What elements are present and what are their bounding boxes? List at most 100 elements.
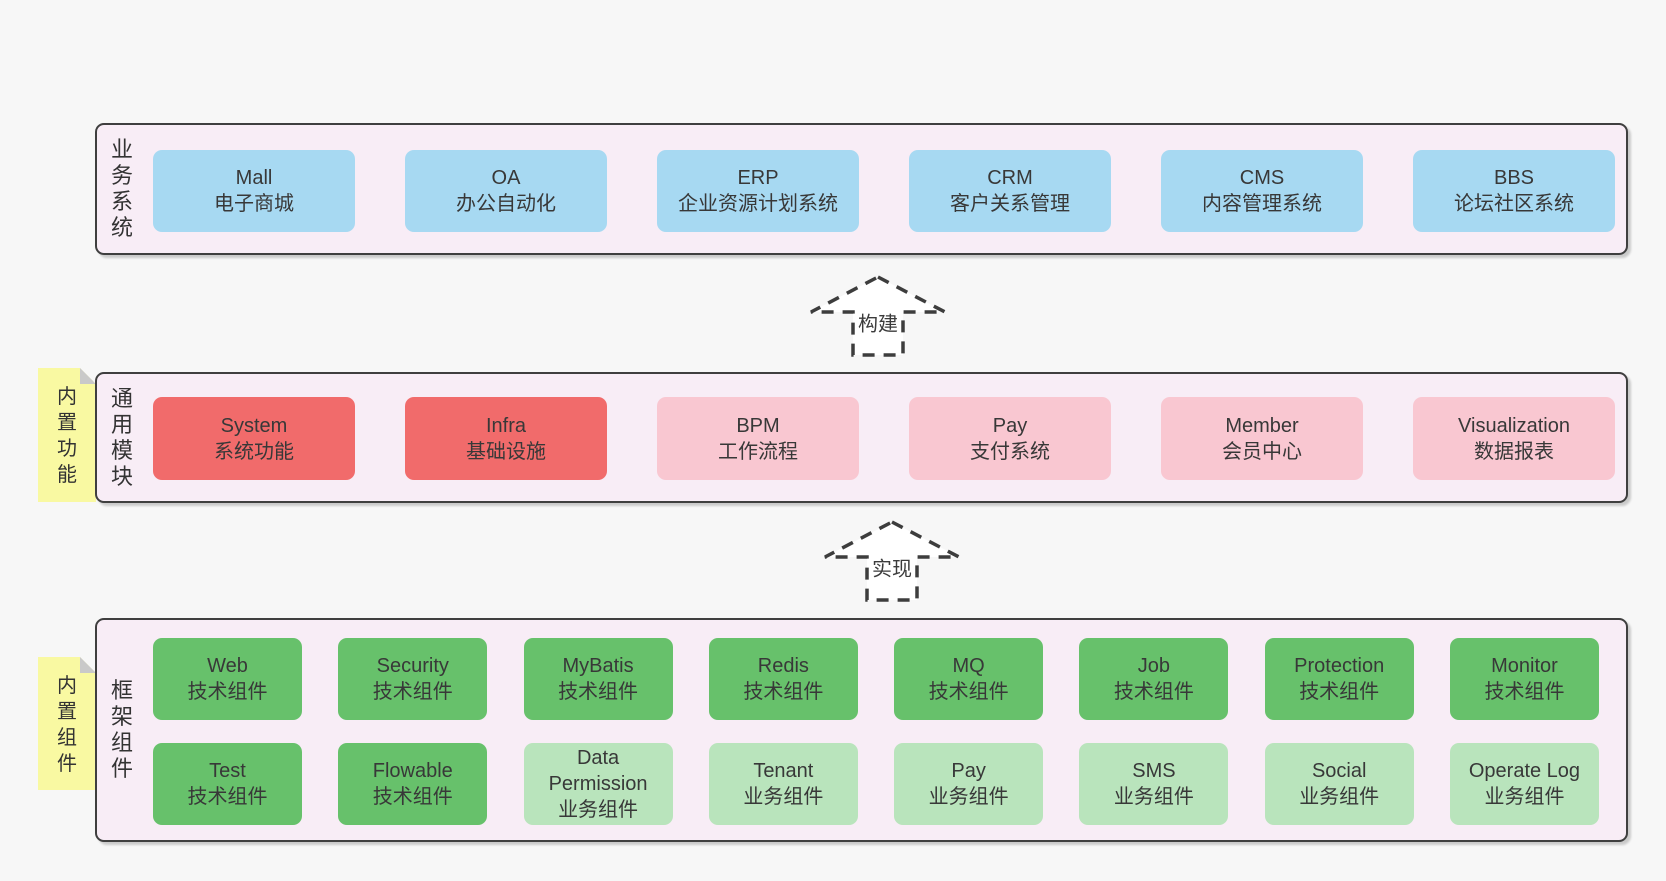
box-subtitle: 技术组件	[558, 681, 639, 703]
box-bpm: BPM 工作流程	[657, 397, 859, 480]
implement-up-arrow: 实现	[822, 519, 962, 603]
box-title: MQ	[952, 655, 985, 677]
band-framework-components: 框架组件 Web 技术组件 Security 技术组件 MyBatis 技术组件…	[95, 618, 1628, 842]
box-member: Member 会员中心	[1161, 397, 1363, 480]
box-social: Social 业务组件	[1264, 743, 1414, 825]
box-subtitle: 数据报表	[1474, 440, 1554, 463]
band-side-label: 通用模块	[110, 385, 133, 489]
box-title: Security	[376, 655, 449, 677]
box-subtitle: 业务组件	[1299, 786, 1380, 808]
box-title: Pay	[992, 414, 1028, 437]
box-subtitle: 业务组件	[558, 799, 639, 821]
box-crm: CRM 客户关系管理	[909, 150, 1111, 232]
sticky-label: 内置组件	[57, 675, 77, 775]
box-title: MyBatis	[562, 655, 634, 677]
box-visualization: Visualization 数据报表	[1413, 397, 1615, 480]
box-title: Member	[1225, 414, 1299, 437]
box-protection: Protection 技术组件	[1264, 638, 1414, 720]
business-box-row: Mall 电子商城 OA 办公自动化 ERP 企业资源计划系统 CRM 客户关系…	[153, 150, 1615, 232]
box-subtitle: 工作流程	[718, 440, 798, 463]
box-subtitle: 客户关系管理	[950, 193, 1070, 215]
box-subtitle: 业务组件	[1113, 786, 1194, 808]
modules-box-row: System 系统功能 Infra 基础设施 BPM 工作流程 Pay 支付系统…	[153, 397, 1615, 480]
box-subtitle: 业务组件	[1484, 786, 1565, 808]
box-subtitle: 技术组件	[187, 786, 268, 808]
box-pay-component: Pay 业务组件	[894, 743, 1044, 825]
box-subtitle: 技术组件	[1484, 681, 1565, 703]
box-title: SMS	[1132, 760, 1176, 782]
box-title: System	[220, 414, 288, 437]
box-title: Web	[207, 655, 248, 677]
box-pay-module: Pay 支付系统	[909, 397, 1111, 480]
sticky-note-builtin-features: 内置功能	[38, 368, 96, 502]
box-security: Security 技术组件	[338, 638, 488, 720]
box-subtitle: 电子商城	[214, 193, 294, 215]
box-redis: Redis 技术组件	[708, 638, 858, 720]
box-title: CRM	[987, 167, 1033, 189]
box-subtitle: 支付系统	[970, 440, 1050, 463]
box-title: Pay	[951, 760, 986, 782]
box-title: CMS	[1239, 167, 1285, 189]
box-data-permission: Data Permission 业务组件	[523, 743, 673, 825]
build-arrow-label: 构建	[856, 307, 900, 337]
box-title: BPM	[736, 414, 780, 437]
band-common-modules: 通用模块 System 系统功能 Infra 基础设施 BPM 工作流程 Pay…	[95, 372, 1628, 503]
box-title: Visualization	[1458, 414, 1570, 437]
box-subtitle: 业务组件	[743, 786, 824, 808]
box-subtitle: 技术组件	[928, 681, 1009, 703]
box-subtitle: 内容管理系统	[1202, 193, 1322, 215]
box-title: Mall	[235, 167, 273, 189]
box-subtitle: 办公自动化	[456, 193, 556, 215]
box-monitor: Monitor 技术组件	[1449, 638, 1599, 720]
box-subtitle: 企业资源计划系统	[678, 193, 838, 215]
box-operate-log: Operate Log 业务组件	[1449, 743, 1599, 825]
box-title: Data Permission	[548, 747, 648, 795]
box-subtitle: 技术组件	[372, 786, 453, 808]
sticky-fold-corner	[80, 657, 96, 673]
box-web: Web 技术组件	[153, 638, 302, 720]
box-tenant: Tenant 业务组件	[708, 743, 858, 825]
box-title: Flowable	[372, 760, 453, 782]
box-title: Redis	[757, 655, 809, 677]
box-title: Social	[1311, 760, 1367, 782]
box-subtitle: 系统功能	[214, 440, 294, 463]
box-bbs: BBS 论坛社区系统	[1413, 150, 1615, 232]
sticky-note-builtin-components: 内置组件	[38, 657, 96, 790]
box-title: Test	[209, 760, 246, 782]
box-title: ERP	[737, 167, 779, 189]
box-title: Tenant	[753, 760, 814, 782]
framework-box-row-2: Test 技术组件 Flowable 技术组件 Data Permission …	[153, 743, 1599, 825]
box-subtitle: 论坛社区系统	[1454, 193, 1574, 215]
box-title: Operate Log	[1468, 760, 1581, 782]
box-infra: Infra 基础设施	[405, 397, 607, 480]
box-test: Test 技术组件	[153, 743, 302, 825]
box-sms: SMS 业务组件	[1079, 743, 1229, 825]
box-job: Job 技术组件	[1079, 638, 1229, 720]
band-business-systems: 业务系统 Mall 电子商城 OA 办公自动化 ERP 企业资源计划系统 CRM…	[95, 123, 1628, 255]
box-subtitle: 技术组件	[1113, 681, 1194, 703]
box-subtitle: 技术组件	[187, 681, 268, 703]
band-side-label: 框架组件	[110, 678, 133, 781]
box-system: System 系统功能	[153, 397, 355, 480]
box-title: Infra	[485, 414, 527, 437]
box-title: Job	[1137, 655, 1171, 677]
box-title: Monitor	[1491, 655, 1558, 677]
box-title: OA	[491, 167, 521, 189]
box-mybatis: MyBatis 技术组件	[523, 638, 673, 720]
box-subtitle: 会员中心	[1222, 440, 1302, 463]
box-mq: MQ 技术组件	[894, 638, 1044, 720]
framework-box-row-1: Web 技术组件 Security 技术组件 MyBatis 技术组件 Redi…	[153, 638, 1599, 720]
box-subtitle: 技术组件	[1299, 681, 1380, 703]
box-subtitle: 技术组件	[372, 681, 453, 703]
implement-arrow-label: 实现	[870, 552, 914, 582]
build-up-arrow: 构建	[808, 274, 948, 358]
box-subtitle: 技术组件	[743, 681, 824, 703]
box-title: Protection	[1294, 655, 1385, 677]
box-oa: OA 办公自动化	[405, 150, 607, 232]
band-side-label: 业务系统	[110, 137, 133, 240]
box-flowable: Flowable 技术组件	[338, 743, 488, 825]
sticky-label: 内置功能	[57, 386, 77, 486]
sticky-fold-corner	[80, 368, 96, 384]
box-erp: ERP 企业资源计划系统	[657, 150, 859, 232]
box-subtitle: 业务组件	[928, 786, 1009, 808]
